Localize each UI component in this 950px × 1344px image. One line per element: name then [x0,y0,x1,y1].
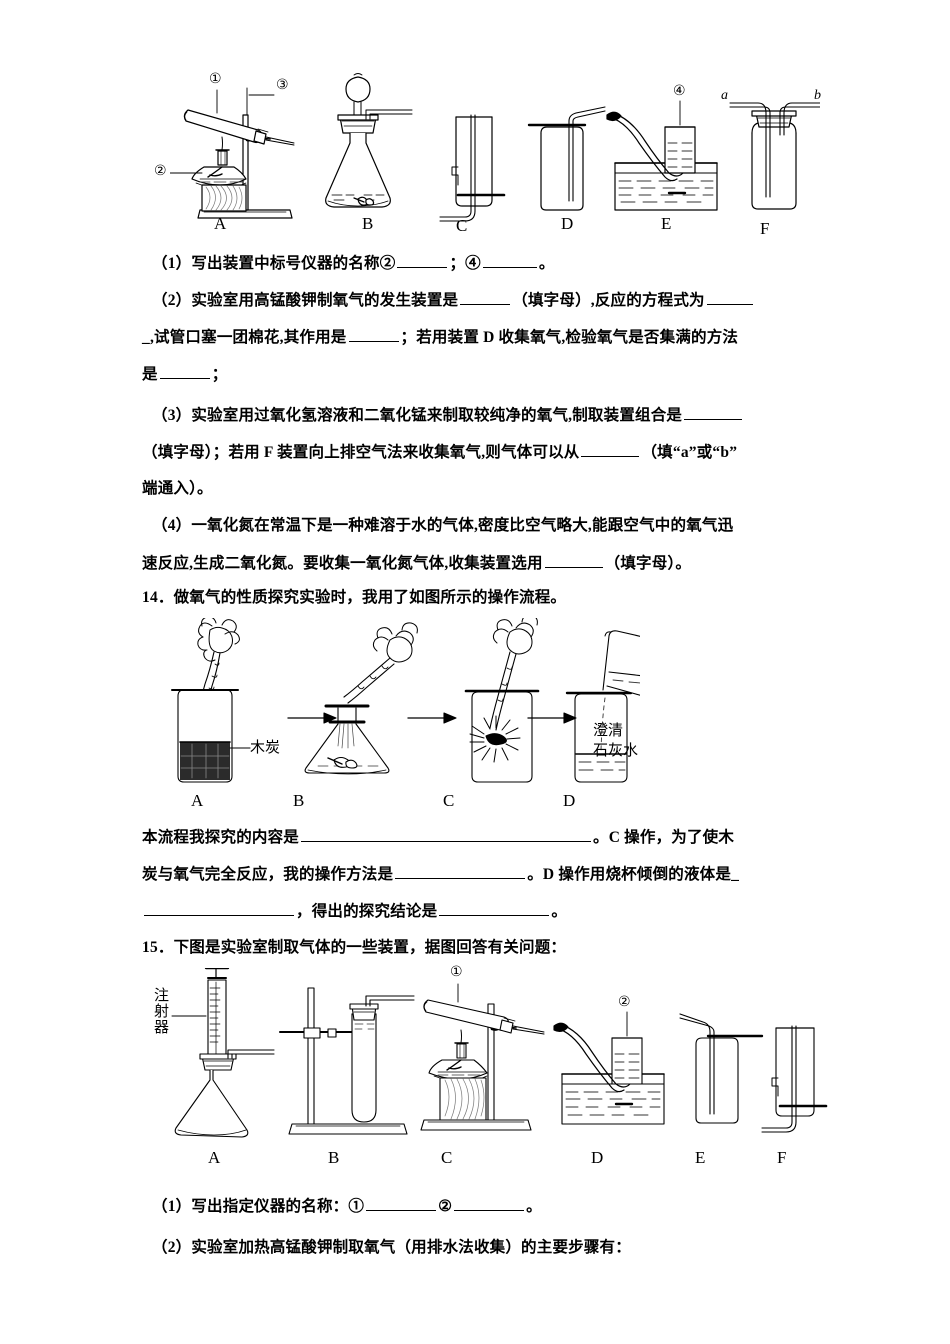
label-charcoal: 木炭 [250,738,281,756]
q15-part1-line: （1）写出指定仪器的名称：① ② 。 [152,1196,542,1217]
figure1-caption-a: A [214,214,227,233]
figure2-caption-b: B [293,791,305,810]
label-limewater-line2: 石灰水 [593,741,639,759]
q13-p4-l2b: （填字母）。 [604,555,692,572]
q15-p1-blank-2[interactable] [454,1196,525,1211]
figure-gas-apparatus-set-1: ① ③ ② ④ a b [154,55,821,230]
port-label-a: a [721,88,728,103]
q13-p2-l1a: （2）实验室用高锰酸钾制氧气的发生装置是 [152,292,459,309]
figure1-caption-f: F [760,219,770,238]
figure3-caption-b: B [328,1148,340,1167]
figure1-caption-c: C [456,216,468,235]
q14-blank-4[interactable] [439,901,550,916]
q13-p1-blank-1[interactable] [397,253,448,268]
q13-part2-line1: （2）实验室用高锰酸钾制氧气的发生装置是 （填字母）,反应的方程式为 [152,290,755,311]
q15-p1-prefix: （1）写出指定仪器的名称：① [152,1198,365,1215]
q13-p4-l1a: （4）一氧化氮在常温下是一种难溶于水的气体,密度比空气略大,能跟空气中的氧气迅 [152,517,734,534]
figure2-caption-a: A [191,791,204,810]
q15-p1-suffix: 。 [526,1198,542,1215]
q15-stem: 下图是实验室制取气体的一些装置，据图回答有关问题： [173,939,567,956]
q13-p3-l2b: （填“a”或“b” [641,444,738,461]
q14-answer-line1: 本流程我探究的内容是 。C 操作，为了使木 [142,827,734,848]
q13-p2-l3b: ； [211,366,228,383]
q14-blank-2[interactable] [395,864,526,879]
callout-3-icon: ③ [276,77,289,93]
q13-p3-l1a: （3）实验室用过氧化氢溶液和二氧化锰来制取较纯净的氧气,制取装置组合是 [152,407,683,424]
figure3-caption-f: F [777,1148,787,1167]
q13-part3-line3: 端通入）。 [142,479,213,499]
q14-a-l2a: 炭与氧气完全反应，我的操作方法是 [142,866,394,883]
figure1-caption-b: B [362,214,374,233]
q13-part1-suffix: 。 [538,255,555,272]
q13-p4-l2a: 速反应,生成二氧化氮。要收集一氧化氮气体,收集装置选用 [142,555,543,572]
q14-a-l3b: 。 [551,903,568,920]
q13-p2-l3a: 是 [142,366,158,383]
q13-p2-blank-2[interactable] [706,290,753,305]
q14-a-l1b: 。C 操作，为了使木 [593,829,735,846]
q13-p3-l2a: （填字母）；若用 F 装置向上排空气法来收集氧气,则气体可以从 [142,444,580,461]
label-limewater-line1: 澄清 [593,721,624,739]
q13-p2-l2a: _,试管口塞一团棉花,其作用是 [142,329,347,346]
q15-p1-blank-1[interactable] [366,1196,437,1211]
q13-part2-line3: 是； [142,364,227,385]
label-syringe: 注射器 [152,987,170,1035]
q14-blank-1[interactable] [301,827,592,842]
figure1-caption-e: E [661,214,672,233]
callout-1-icon: ① [209,71,222,87]
q13-part2-line2: _,试管口塞一团棉花,其作用是 ；若用装置 D 收集氧气,检验氧气是否集满的方法 [142,327,738,348]
q13-p1-blank-2[interactable] [482,253,537,268]
q14-blank-3[interactable] [144,901,294,916]
q13-p3-blank-2[interactable] [581,442,640,457]
q15-p2-text: （2）实验室加热高锰酸钾制取氧气（用排水法收集）的主要步骤有： [152,1239,631,1256]
callout-2-icon: ② [154,163,167,179]
q13-part4-line2: 速反应,生成二氧化氮。要收集一氧化氮气体,收集装置选用 （填字母）。 [142,553,691,574]
q15-part2-line: （2）实验室加热高锰酸钾制取氧气（用排水法收集）的主要步骤有： [152,1238,631,1258]
q14-answer-line2: 炭与氧气完全反应，我的操作方法是 。D 操作用烧杯倾倒的液体是_ [142,864,739,885]
q15-p1-mid: ② [438,1198,453,1215]
q13-part4-line1: （4）一氧化氮在常温下是一种难溶于水的气体,密度比空气略大,能跟空气中的氧气迅 [152,516,733,536]
q13-p2-l1b: （填字母）,反应的方程式为 [512,292,705,309]
figure3-caption-d: D [591,1148,604,1167]
figure2-caption-c: C [443,791,455,810]
q14-stem-line: 14．做氧气的性质探究实验时，我用了如图所示的操作流程。 [142,588,566,608]
q14-answer-line3: ，得出的探究结论是 。 [142,901,567,922]
q13-part1-line: （1）写出装置中标号仪器的名称② ；④ 。 [152,253,555,274]
q13-part3-line2: （填字母）；若用 F 装置向上排空气法来收集氧气,则气体可以从 （填“a”或“b” [142,442,737,463]
figure3-callout-2-icon: ② [618,994,631,1010]
figure2-caption-d: D [563,791,576,810]
figure3-caption-e: E [695,1148,706,1167]
q13-part1-prefix: （1）写出装置中标号仪器的名称② [152,255,396,272]
q13-p2-blank-3[interactable] [348,327,399,342]
callout-4-icon: ④ [673,83,686,99]
q14-number: 14． [142,589,174,606]
port-label-b: b [814,88,821,103]
q13-p4-blank-1[interactable] [544,553,603,568]
q15-number: 15． [142,939,174,956]
figure-gas-apparatus-set-2: 注射器 ① ② [150,964,830,1140]
q15-stem-line: 15．下图是实验室制取气体的一些装置，据图回答有关问题： [142,938,566,958]
figure-oxygen-flowchart: 木炭 澄清 石灰水 [170,618,640,803]
q14-a-l1a: 本流程我探究的内容是 [142,829,300,846]
figure3-callout-1-icon: ① [450,964,463,980]
q13-p2-l2b: ；若用装置 D 收集氧气,检验氧气是否集满的方法 [400,329,739,346]
q13-p2-blank-1[interactable] [460,290,511,305]
q13-p3-blank-1[interactable] [684,405,743,420]
figure3-caption-c: C [441,1148,453,1167]
q14-a-l3a: ，得出的探究结论是 [296,903,438,920]
q13-p2-blank-4[interactable] [159,364,210,379]
q13-part1-mid: ；④ [449,255,481,272]
figure3-caption-a: A [208,1148,221,1167]
q14-stem: 做氧气的性质探究实验时，我用了如图所示的操作流程。 [173,589,567,606]
q14-a-l2b: 。D 操作用烧杯倾倒的液体是_ [527,866,740,883]
q13-p3-l3a: 端通入）。 [142,480,213,497]
figure1-caption-d: D [561,214,574,233]
q13-part3-line1: （3）实验室用过氧化氢溶液和二氧化锰来制取较纯净的氧气,制取装置组合是 [152,405,744,426]
